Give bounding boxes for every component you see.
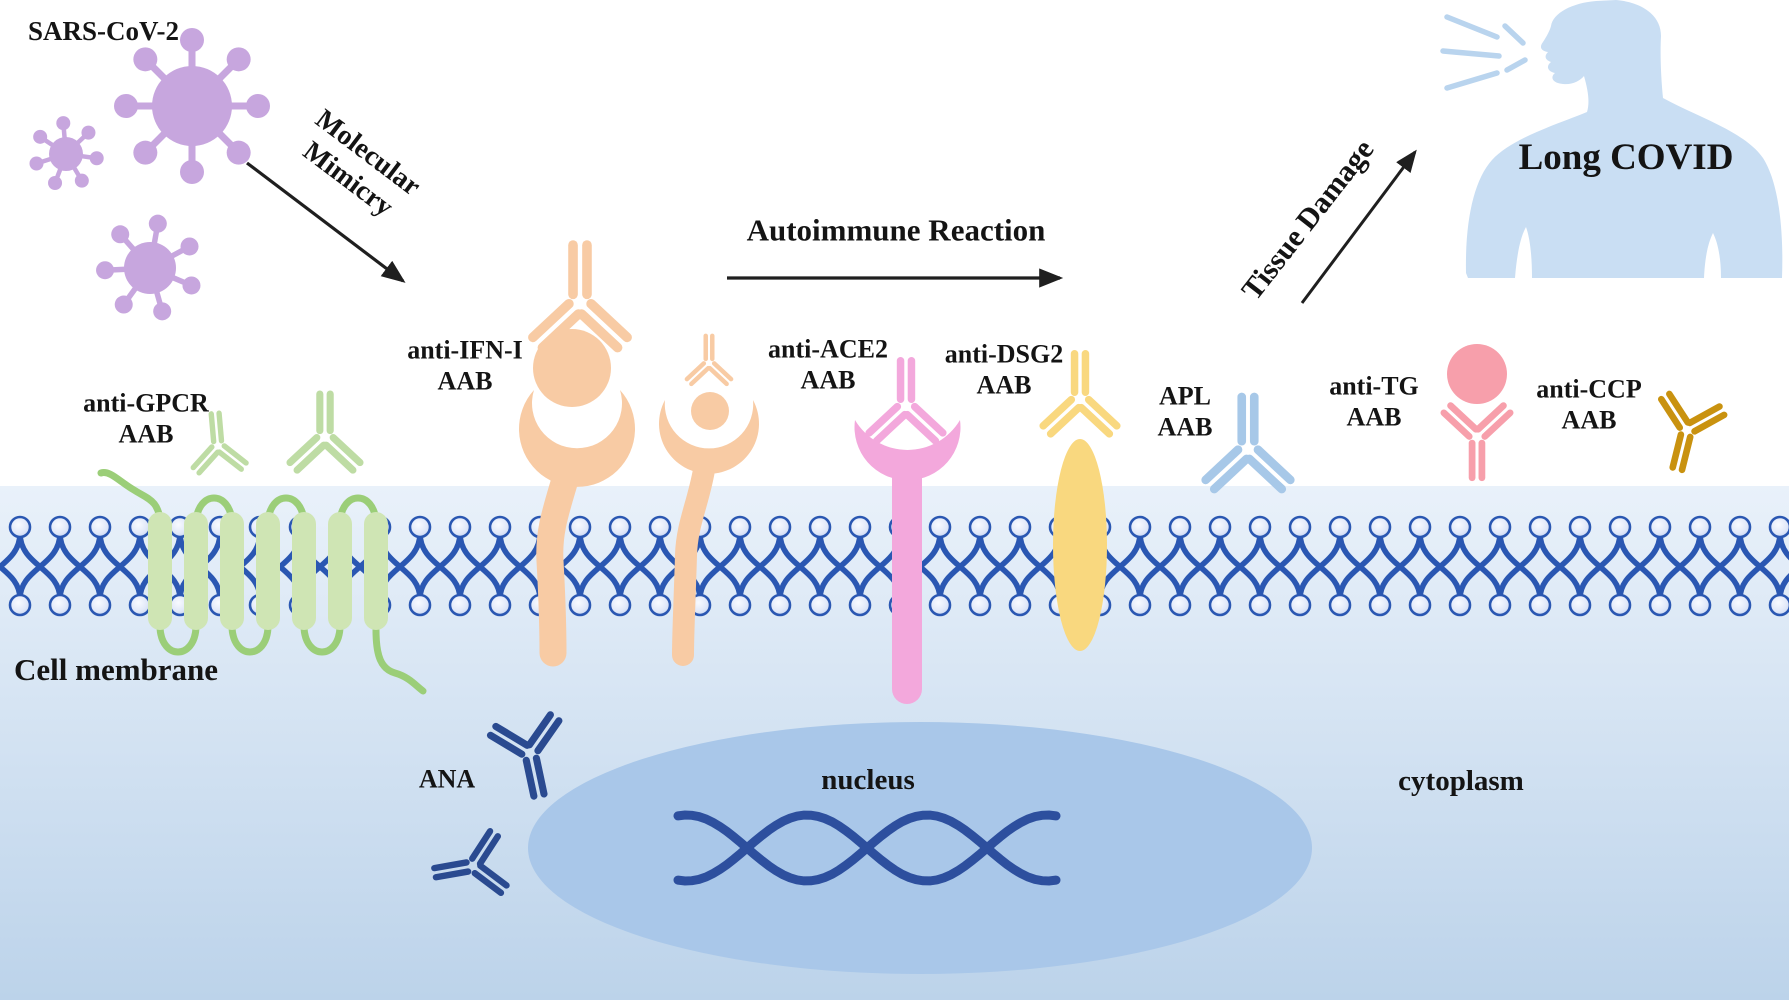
anti-dsg2-aab-line2: AAB <box>976 370 1032 399</box>
cough-lines-icon <box>1440 14 1528 91</box>
sars-cov-2-virion-small <box>29 116 104 190</box>
sars-cov-2-label: SARS-CoV-2 <box>28 16 180 46</box>
apl-aab-line1: APL <box>1159 381 1211 411</box>
anti-ccp-aab-label: anti-CCP AAB <box>1536 374 1641 435</box>
sars-cov-2-virion-medium <box>96 214 201 321</box>
human-silhouette-icon <box>1465 0 1783 278</box>
gpcr-transmembrane-helices <box>148 512 388 630</box>
ana-label: ANA <box>418 764 476 794</box>
gpcr-c-terminus <box>372 626 427 695</box>
anti-gpcr-aab-line1: anti-GPCR <box>83 388 209 418</box>
apl-aab-icon <box>1201 392 1295 494</box>
anti-ccp-aab-line2: AAB <box>1561 405 1617 434</box>
anti-ifn-aab-icon-1 <box>528 240 632 353</box>
molecular-mimicry-arrow <box>246 161 406 283</box>
ifn-receptor-large-stem <box>536 448 584 667</box>
anti-ace2-aab-line1: anti-ACE2 <box>768 334 888 364</box>
anti-gpcr-aab-icon-2 <box>286 390 364 474</box>
ifn-receptor-small-icon <box>658 392 759 666</box>
cytoplasm-label: cytoplasm <box>1398 764 1524 797</box>
ace2-receptor-cup <box>854 420 961 481</box>
nucleus-shape <box>528 722 1312 974</box>
cell-membrane-label: Cell membrane <box>14 652 219 687</box>
gpcr-intracellular-loops <box>156 624 344 656</box>
ifn-receptor-small-cup <box>658 400 759 474</box>
anti-ifn-aab-line2: AAB <box>437 366 493 395</box>
anti-ace2-aab-icon <box>865 357 947 445</box>
anti-dsg2-aab-line1: anti-DSG2 <box>944 339 1064 369</box>
nucleus-label: nucleus <box>821 763 915 796</box>
thyroglobulin-antigen-icon <box>1447 344 1507 404</box>
ace2-receptor-stem <box>892 450 922 704</box>
gpcr-receptor-icon <box>97 469 427 695</box>
sars-cov-2-virion-large <box>114 28 270 184</box>
anti-ifn-aab-line1: anti-IFN-I <box>407 335 523 365</box>
ana-aab-icon-2 <box>431 828 510 897</box>
sars-cov-2-virions <box>29 28 270 321</box>
ace2-receptor-icon <box>854 420 961 704</box>
anti-dsg2-aab-icon <box>1039 350 1121 438</box>
gpcr-n-terminus <box>97 469 164 528</box>
ana-aab-icon-1 <box>486 711 563 800</box>
anti-gpcr-aab-icon-1 <box>190 410 249 476</box>
long-covid-label: Long COVID <box>1518 137 1734 179</box>
anti-dsg2-aab-label: anti-DSG2 AAB <box>945 339 1063 400</box>
anti-ifn-aab-icon-2 <box>684 333 734 387</box>
anti-tg-aab-line1: anti-TG <box>1329 371 1419 401</box>
anti-ccp-aab-line1: anti-CCP <box>1536 374 1642 404</box>
anti-ace2-aab-line2: AAB <box>800 365 856 394</box>
ifn-receptor-large-icon <box>519 329 635 667</box>
dna-double-helix-icon <box>673 810 1061 886</box>
anti-tg-aab-line2: AAB <box>1346 402 1402 431</box>
ifn-receptor-small-stem <box>672 459 715 666</box>
antibody-layer <box>190 240 1728 897</box>
anti-ace2-aab-label: anti-ACE2 AAB <box>768 334 888 395</box>
anti-ccp-aab-icon <box>1657 390 1728 474</box>
anti-tg-aab-icon <box>1440 402 1514 482</box>
interferon-molecule-large <box>533 329 611 407</box>
anti-ifn-aab-label: anti-IFN-I AAB <box>407 335 523 396</box>
autoimmune-reaction-label: Autoimmune Reaction <box>746 212 1046 248</box>
apl-aab-line2: AAB <box>1157 412 1213 441</box>
anti-gpcr-aab-line2: AAB <box>118 419 174 448</box>
ifn-receptor-large-cup <box>519 390 635 487</box>
cell-membrane-bilayer <box>0 515 1789 617</box>
tissue-damage-arrow <box>1300 149 1417 304</box>
anti-tg-aab-label: anti-TG AAB <box>1329 371 1419 432</box>
apl-aab-label: APL AAB <box>1158 381 1213 442</box>
interferon-molecule-small <box>691 392 729 430</box>
anti-gpcr-aab-label: anti-GPCR AAB <box>83 388 209 449</box>
dsg2-protein-icon <box>1053 439 1107 651</box>
